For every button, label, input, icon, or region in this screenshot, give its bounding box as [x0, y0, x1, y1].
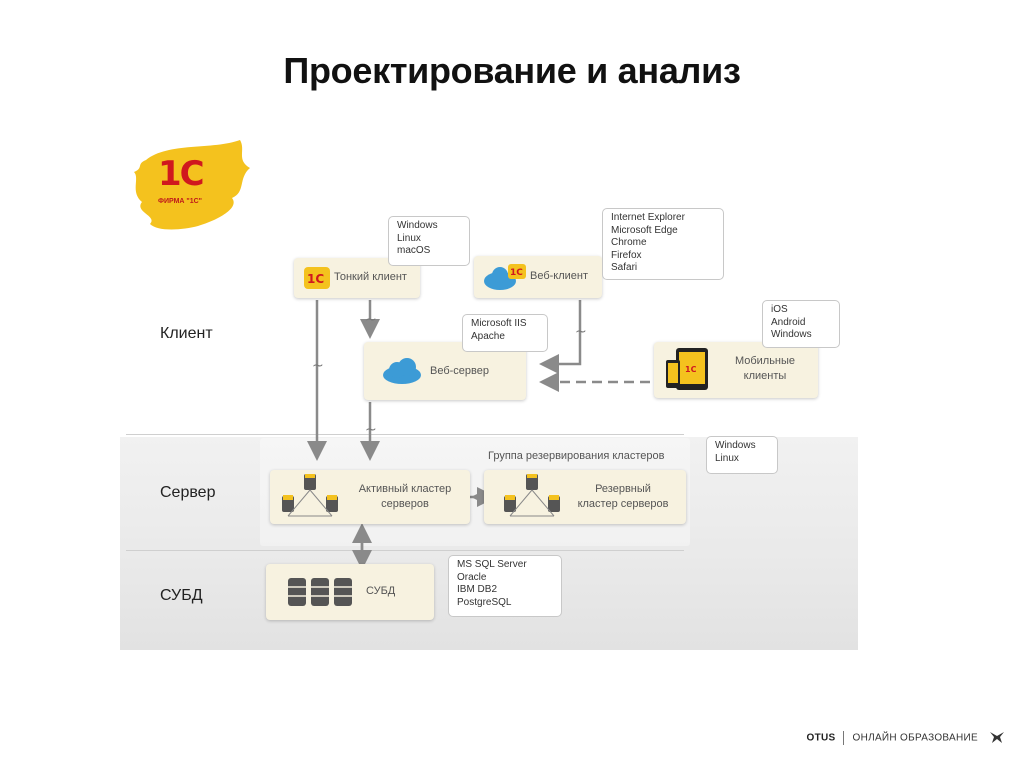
reserve-cluster-label: Резервный кластер серверов — [564, 482, 682, 512]
mobile-clients-label: Мобильные клиенты — [720, 354, 810, 384]
os-item: Windows — [397, 220, 438, 231]
architecture-diagram: 1С ФИРМА "1С" Клиент Сервер СУБД Группа … — [120, 122, 858, 650]
footer-brand: OTUS — [806, 732, 836, 744]
tilde-mark: ~ — [575, 324, 587, 340]
row-label-dbms: СУБД — [160, 587, 203, 604]
web-servers-note: Microsoft IIS Apache — [462, 314, 548, 352]
os-item: Linux — [397, 232, 421, 244]
server-os-item: Linux — [715, 452, 739, 464]
footer-text: ОНЛАЙН ОБРАЗОВАНИЕ — [852, 732, 978, 744]
reserve-cluster-line-2: кластер серверов — [577, 498, 669, 510]
browser-item: Safari — [611, 262, 638, 273]
footer: OTUS ОНЛАЙН ОБРАЗОВАНИЕ — [807, 731, 1005, 745]
group-title: Группа резервирования кластеров — [488, 450, 665, 462]
server-cluster-icon — [504, 474, 560, 517]
connectors: ~ ~ ~ ~ — [307, 300, 650, 570]
mobile-clients-node: 1C Мобильные клиенты — [654, 342, 818, 398]
active-cluster-node: Активный кластер серверов — [270, 470, 470, 524]
browser-item: Internet Explorer — [611, 212, 685, 223]
database-item: PostgreSQL — [457, 596, 512, 608]
svg-text:1C: 1C — [685, 365, 697, 374]
active-cluster-line-1: Активный кластер — [358, 483, 452, 495]
browsers-note: Internet Explorer Microsoft Edge Chrome … — [602, 208, 724, 280]
reserve-cluster-node: Резервный кластер серверов — [484, 470, 686, 524]
reserve-cluster-line-1: Резервный — [595, 483, 651, 495]
thin-client-label: Тонкий клиент — [334, 271, 407, 283]
mobile-clients-line-2: клиенты — [743, 370, 787, 382]
row-label-client: Клиент — [160, 325, 213, 342]
mobile-os-note: iOS Android Windows — [762, 300, 840, 348]
footer-divider — [843, 731, 845, 745]
logo-text: 1С — [158, 154, 205, 194]
server-os-note: Windows Linux — [706, 436, 778, 474]
mobile-os-item: iOS — [771, 304, 788, 315]
tilde-mark: ~ — [312, 358, 324, 374]
mobile-os-item: Windows — [771, 329, 812, 340]
web-server-label: Веб-сервер — [430, 365, 489, 377]
svg-text:1C: 1C — [307, 272, 324, 286]
cloud-icon — [383, 358, 421, 384]
client-server-divider — [126, 434, 684, 435]
web-client-node: 1C Веб-клиент — [474, 256, 602, 298]
database-item: Oracle — [457, 571, 487, 583]
row-label-server: Сервер — [160, 484, 216, 501]
1c-icon: 1C — [304, 267, 330, 289]
active-cluster-line-2: серверов — [381, 498, 429, 510]
thin-client-os-note: Windows Linux macOS — [388, 216, 470, 266]
databases-note: MS SQL Server Oracle IBM DB2 PostgreSQL — [448, 555, 562, 617]
logo-1c: 1С ФИРМА "1С" — [128, 132, 258, 232]
database-icon — [288, 578, 352, 606]
web-server-item: Apache — [471, 330, 505, 342]
dbms-label: СУБД — [366, 585, 396, 597]
cloud-1c-icon: 1C — [484, 264, 526, 290]
mobile-clients-line-1: Мобильные — [734, 355, 796, 367]
logo-yellow-shape-icon — [134, 140, 250, 230]
slide-title: Проектирование и анализ — [283, 50, 741, 91]
tilde-mark: ~ — [365, 312, 377, 328]
mobile-devices-icon: 1C — [666, 348, 708, 390]
tilde-mark: ~ — [365, 422, 377, 438]
svg-text:1C: 1C — [510, 268, 523, 278]
browser-item: Firefox — [611, 249, 642, 261]
arrow-web-client-to-web-server — [539, 300, 582, 374]
database-item: IBM DB2 — [457, 584, 498, 595]
web-server-item: Microsoft IIS — [471, 318, 527, 329]
server-os-item: Windows — [715, 440, 756, 451]
otus-bird-icon — [990, 732, 1004, 743]
active-cluster-label: Активный кластер серверов — [346, 482, 464, 512]
logo-subtitle: ФИРМА "1С" — [158, 198, 202, 205]
browser-item: Microsoft Edge — [611, 224, 678, 236]
server-cluster-icon — [282, 474, 338, 517]
dbms-node: СУБД — [266, 564, 434, 620]
server-dbms-divider — [126, 550, 684, 551]
os-item: macOS — [397, 245, 431, 256]
browser-item: Chrome — [611, 237, 647, 248]
database-item: MS SQL Server — [457, 559, 527, 570]
mobile-os-item: Android — [771, 316, 806, 328]
web-client-label: Веб-клиент — [530, 270, 589, 282]
